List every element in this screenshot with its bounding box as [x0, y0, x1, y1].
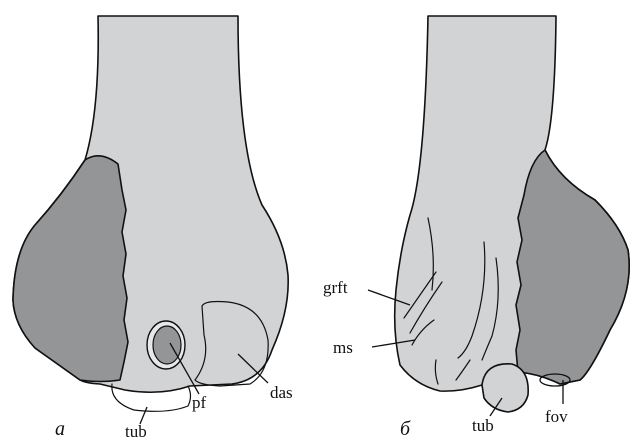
panel-a-dark-region — [13, 156, 128, 382]
panel-b-fov-label: fov — [545, 407, 568, 426]
panel-b: grft ms tub fov б — [323, 16, 629, 440]
panel-b-letter: б — [400, 418, 411, 440]
panel-a-tub-label: tub — [125, 422, 147, 441]
panel-a-pf-label: pf — [192, 393, 207, 412]
panel-b-dark-region — [516, 150, 629, 384]
panel-b-grft-label: grft — [323, 278, 348, 297]
panel-a-das-label: das — [270, 383, 293, 402]
panel-b-ms-label: ms — [333, 338, 353, 357]
panel-a-pf-inner — [153, 326, 181, 364]
panel-a-letter: а — [55, 418, 65, 440]
panel-b-tub-outline — [482, 364, 528, 412]
panel-b-tub-label: tub — [472, 416, 494, 435]
panel-a: tub pf das а — [13, 16, 293, 441]
